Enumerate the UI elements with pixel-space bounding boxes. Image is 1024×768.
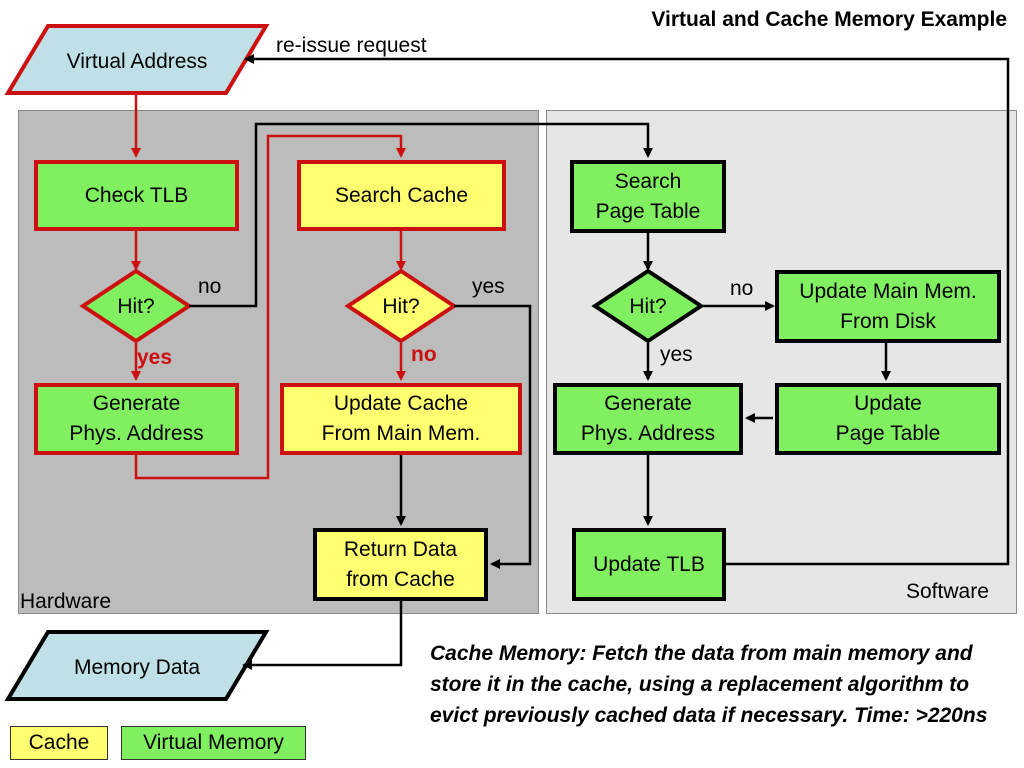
generate-phys-address-sw-box: Generate Phys. Address [553,383,743,455]
hit-tlb-diamond [79,268,193,344]
return-data-box: Return Data from Cache [313,528,488,601]
cache-yes-label: yes [472,275,505,298]
hit-cache-text: Hit? [382,295,419,318]
reissue-request-label: re-issue request [276,34,427,57]
page-no-label: no [730,277,754,300]
software-label: Software [906,580,989,603]
memory-data-text: Memory Data [74,656,200,679]
hit-tlb-text: Hit? [117,295,154,318]
update-tlb-box: Update TLB [572,528,726,601]
hit-cache-diamond [344,268,458,344]
search-page-table-box: Search Page Table [570,160,726,233]
memory-data-shape [4,630,270,701]
update-page-table-box: Update Page Table [775,383,1001,455]
search-cache-box: Search Cache [297,160,506,231]
virtual-address-text: Virtual Address [67,50,208,73]
generate-phys-address-hw-box: Generate Phys. Address [34,383,239,455]
legend-cache: Cache [10,726,108,760]
cache-memory-note: Cache Memory: Fetch the data from main m… [430,642,988,727]
hardware-label: Hardware [20,590,112,613]
virtual-address-shape [4,24,270,95]
page-yes-label: yes [660,343,693,366]
update-main-mem-box: Update Main Mem. From Disk [775,270,1001,343]
hit-page-text: Hit? [629,295,666,318]
cache-no-label: no [411,343,437,366]
hit-page-diamond [591,268,705,344]
check-tlb-box: Check TLB [34,160,239,231]
legend-virtual-memory: Virtual Memory [121,726,306,760]
tlb-yes-label: yes [137,346,173,369]
diagram-title: Virtual and Cache Memory Example [651,8,1007,31]
tlb-no-label: no [198,275,222,298]
update-cache-box: Update Cache From Main Mem. [280,383,522,455]
